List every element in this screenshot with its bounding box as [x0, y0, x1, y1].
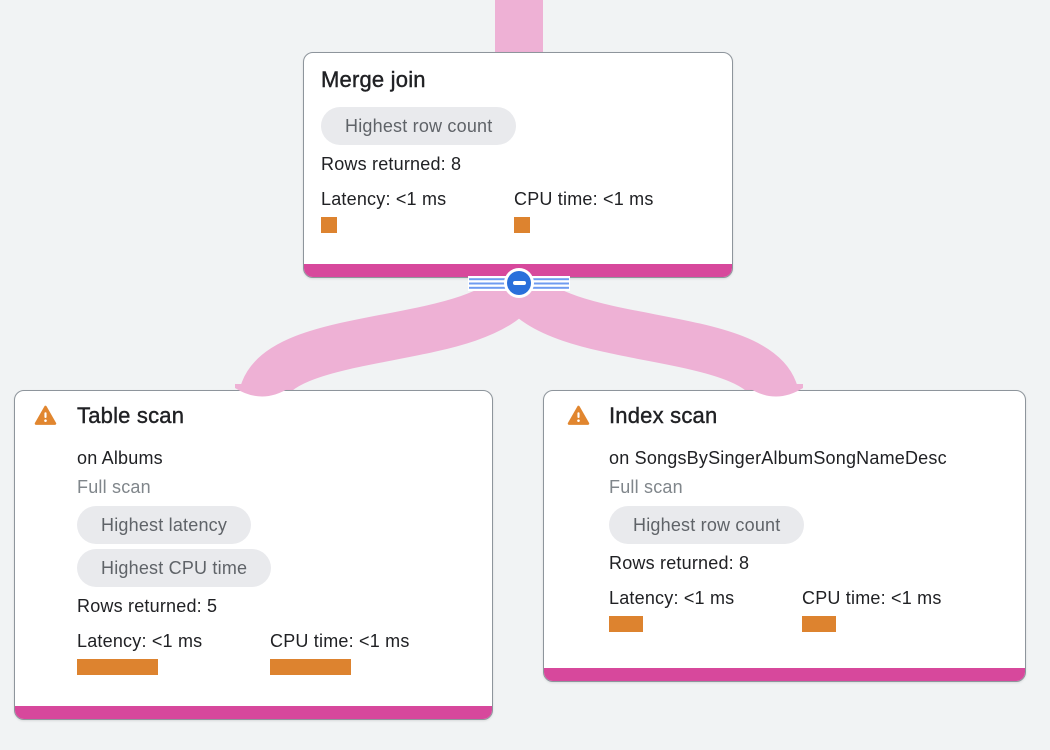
latency-bar: [77, 659, 158, 675]
node-title: Table scan: [77, 403, 185, 428]
node-target: on SongsBySingerAlbumSongNameDesc: [609, 448, 947, 468]
collapse-button-circle: [507, 271, 531, 295]
rows-returned-text: Rows returned: 5: [77, 596, 218, 616]
cpu-time-label: CPU time: <1 ms: [514, 189, 654, 209]
cpu-time-label: CPU time: <1 ms: [802, 588, 942, 608]
cpu-time-bar: [270, 659, 351, 675]
badge-highest-row-count: Highest row count: [609, 506, 805, 544]
badge-highest-cpu-time: Highest CPU time: [77, 549, 272, 587]
node-latency-color-bar: [15, 706, 492, 719]
collapse-children-button[interactable]: [504, 268, 534, 298]
badge-highest-latency: Highest latency: [77, 506, 252, 544]
node-title: Index scan: [609, 403, 718, 428]
cpu-time-label: CPU time: <1 ms: [270, 631, 410, 651]
edge-to-table-scan: [238, 270, 540, 405]
badge-highest-row-count: Highest row count: [321, 107, 517, 145]
scan-type-label: Full scan: [77, 477, 151, 497]
latency-metric: Latency: <1 ms: [609, 586, 802, 632]
latency-metric: Latency: <1 ms: [77, 629, 270, 675]
metrics-row: Latency: <1 ms CPU time: <1 ms: [321, 187, 716, 233]
warning-icon: [34, 405, 57, 425]
node-latency-color-bar: [544, 668, 1025, 681]
latency-label: Latency: <1 ms: [609, 588, 735, 608]
latency-bar: [609, 616, 643, 632]
latency-label: Latency: <1 ms: [321, 189, 447, 209]
minus-icon: [512, 281, 526, 285]
latency-metric: Latency: <1 ms: [321, 187, 514, 233]
plan-node-merge-join[interactable]: Merge join Highest row count Rows return…: [303, 52, 733, 278]
cpu-time-metric: CPU time: <1 ms: [514, 187, 707, 233]
plan-node-index-scan[interactable]: Index scan on SongsBySingerAlbumSongName…: [543, 390, 1026, 682]
plan-node-table-scan[interactable]: Table scan on Albums Full scan Highest l…: [14, 390, 493, 720]
warning-icon: [567, 405, 590, 425]
cpu-time-bar: [802, 616, 836, 632]
scan-type-label: Full scan: [609, 477, 683, 497]
node-target: on Albums: [77, 448, 163, 468]
cpu-time-metric: CPU time: <1 ms: [802, 586, 995, 632]
metrics-row: Latency: <1 ms CPU time: <1 ms: [77, 629, 478, 675]
metrics-row: Latency: <1 ms CPU time: <1 ms: [609, 586, 1011, 632]
rows-returned-text: Rows returned: 8: [321, 154, 462, 174]
latency-label: Latency: <1 ms: [77, 631, 203, 651]
cpu-time-bar: [514, 217, 530, 233]
edge-to-parent: [495, 0, 543, 56]
edge-to-index-scan: [498, 270, 800, 405]
cpu-time-metric: CPU time: <1 ms: [270, 629, 463, 675]
rows-returned-text: Rows returned: 8: [609, 553, 750, 573]
latency-bar: [321, 217, 337, 233]
node-title: Merge join: [321, 67, 426, 92]
